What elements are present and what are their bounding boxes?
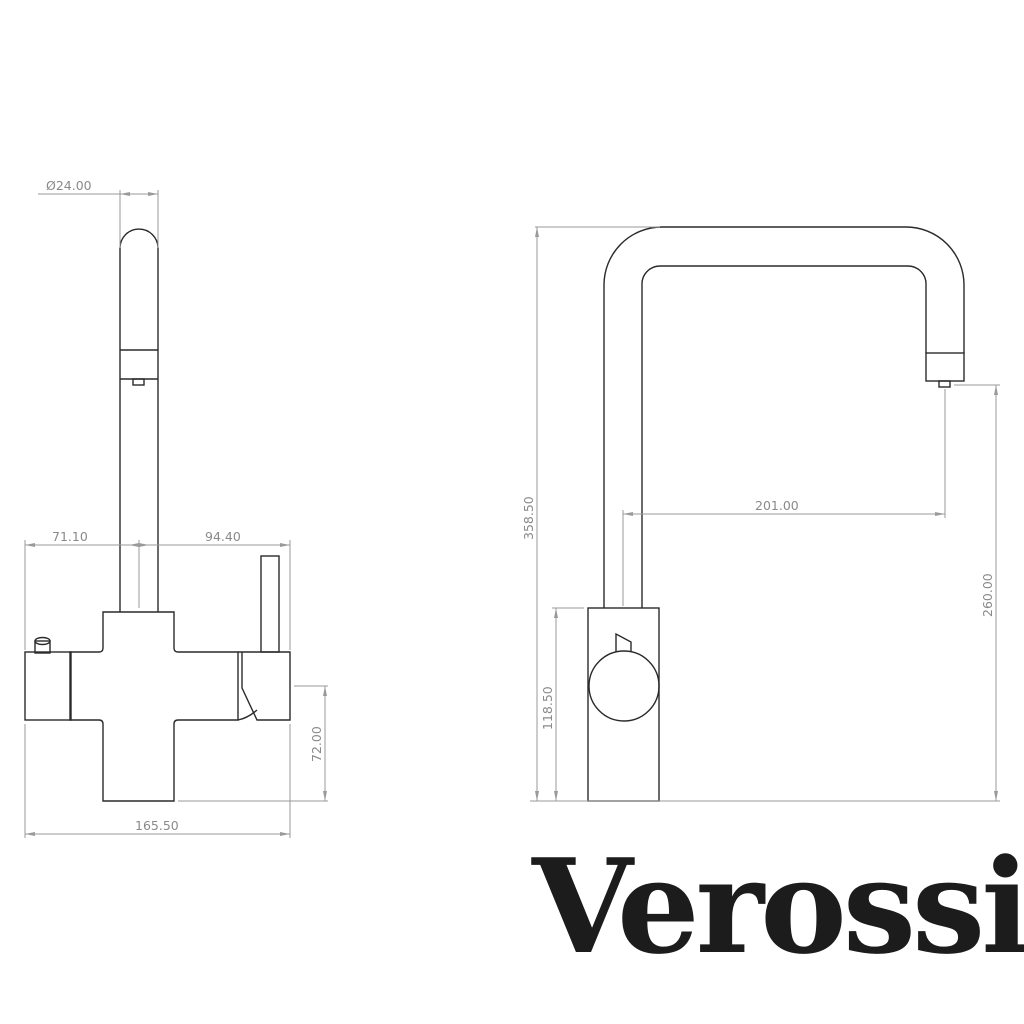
spout-tube [119, 228, 159, 612]
base-body [587, 607, 660, 802]
aerator-nozzle [132, 378, 145, 386]
left-handle-block [24, 651, 72, 721]
dim-spout-clearance: 260.00 [980, 573, 995, 617]
dim-left-offset: 71.10 [52, 529, 88, 544]
left-handle-knob [34, 640, 51, 654]
dim-spout-diameter: Ø24.00 [46, 178, 92, 193]
right-handle-block [238, 651, 291, 721]
handle-knob [588, 650, 660, 722]
spout-outer [603, 226, 965, 608]
brand-logo: Verossi [532, 830, 1024, 983]
left-handle-knob-top [34, 636, 51, 646]
dim-total-width: 165.50 [135, 818, 179, 833]
dim-base-height: 118.50 [540, 686, 555, 730]
right-handle-curve [237, 709, 258, 721]
side-view: 358.50 118.50 201.00 260.00 [521, 226, 1000, 802]
dim-total-height: 358.50 [521, 496, 536, 540]
handle-lever-tab [615, 632, 632, 652]
dim-body-height: 72.00 [309, 726, 324, 762]
aerator [925, 352, 965, 382]
right-lever [260, 555, 280, 653]
front-view: Ø24.00 71.10 94.40 72.00 165.50 [24, 178, 328, 838]
spout-inner [641, 265, 927, 608]
tap-body [69, 611, 239, 802]
dim-right-offset: 94.40 [205, 529, 241, 544]
dim-spout-reach: 201.00 [755, 498, 799, 513]
aerator-nozzle-side [938, 380, 951, 388]
